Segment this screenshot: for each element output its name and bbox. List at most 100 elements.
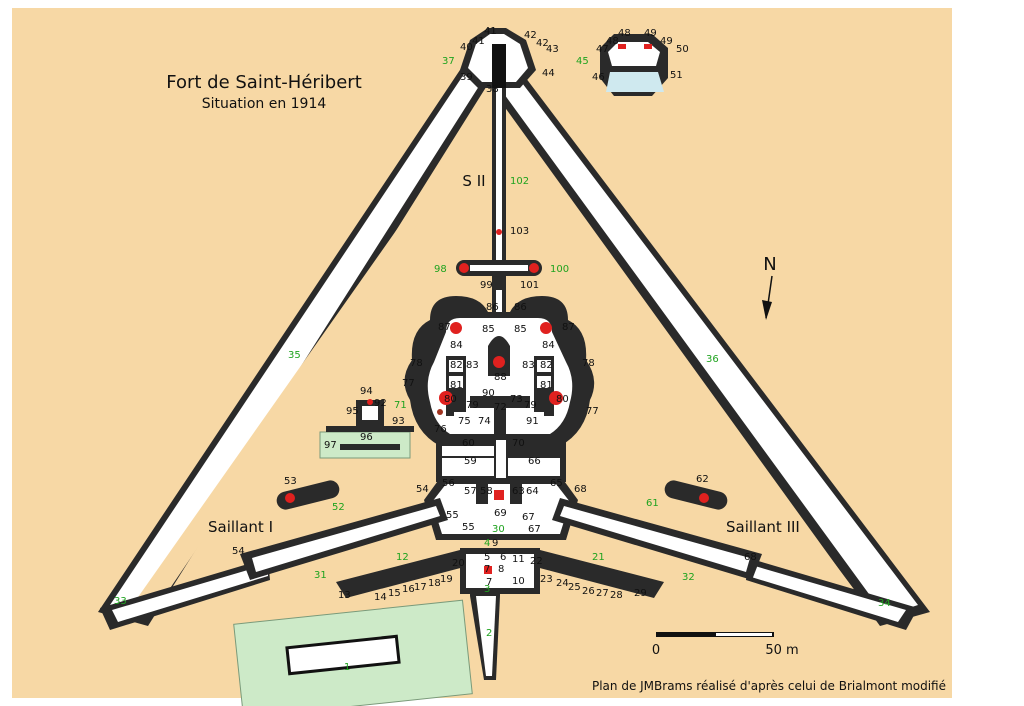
north-label: N [763,254,776,275]
room-label-99: 99 [480,280,493,291]
subtitle: Situation en 1914 [202,96,327,112]
room-label-5: 5 [484,552,490,563]
room-label-76: 76 [434,424,447,435]
room-label-59: 59 [464,456,477,467]
room-label-73: 73 [510,394,523,405]
moat-bottom [100,558,918,630]
room-label-81: 81 [540,380,553,391]
room-label-16: 16 [402,584,415,595]
room-label-19: 19 [440,574,453,585]
room-label-72: 72 [494,402,507,413]
room-label-42: 42 [536,38,549,49]
room-label-54: 54 [416,484,429,495]
room-label-49: 49 [644,28,657,39]
turret-88 [493,356,505,368]
room-label-26: 26 [582,586,595,597]
zone-label-61: 61 [646,498,659,509]
room-label-41: 41 [484,26,497,37]
zone-label-30: 30 [492,524,505,535]
caponier-37-stair [492,44,506,88]
scale-zero: 0 [652,643,660,658]
room-label-42: 42 [524,30,537,41]
caponier-45-water [606,72,664,92]
zone-label-100: 100 [550,264,569,275]
room-label-27: 27 [596,588,609,599]
room-label-43: 43 [546,44,559,55]
turret-80-left [439,391,453,405]
left-wing [240,498,448,580]
turret-87-right [540,322,552,334]
zone-label-35: 35 [288,350,301,361]
scale-end: 50 m [765,643,798,658]
room-label-83: 83 [466,360,479,371]
room-label-17: 17 [414,582,427,593]
saillant-3-label: Saillant III [726,518,800,536]
saillant-1-label: Saillant I [208,518,273,536]
gallery-98-100-inner [470,265,528,271]
room-label-81: 81 [450,380,463,391]
zone-label-21: 21 [592,552,605,563]
room-label-9: 9 [492,538,498,549]
room-label-82: 82 [450,360,463,371]
zone-label-4: 4 [484,538,490,549]
field-1-building [285,634,401,676]
room-label-101: 101 [520,280,539,291]
title: Fort de Saint-Héribert [166,72,362,93]
room-label-83: 83 [522,360,535,371]
room-label-84: 84 [542,340,555,351]
room-label-74: 74 [478,416,491,427]
room-label-60: 60 [462,438,475,449]
room-label-87: 87 [562,322,575,333]
room-label-78: 78 [410,358,423,369]
room-label-20: 20 [452,558,465,569]
room-label-70: 70 [512,438,525,449]
room-label-93: 93 [392,416,405,427]
room-label-58: 58 [480,486,493,497]
gorge-block [436,440,566,486]
room-label-47: 47 [596,44,609,55]
room-label-8: 8 [498,564,504,575]
room-label-78: 78 [582,358,595,369]
room-label-39: 39 [460,72,473,83]
room-label-46: 46 [592,72,605,83]
zone-label-1: 1 [344,662,350,673]
room-label-77: 77 [586,406,599,417]
room-label-88: 88 [494,372,507,383]
room-label-64: 64 [526,486,539,497]
room-label-55: 55 [446,510,459,521]
gun-45a [618,44,626,49]
zone-label-32: 32 [682,572,695,583]
room-label-6: 6 [500,552,506,563]
room-label-48: 48 [606,36,619,47]
scale-bar [656,632,774,637]
room-label-67: 67 [528,524,541,535]
zone-label-98: 98 [434,264,447,275]
zone-label-31: 31 [314,570,327,581]
structure-94 [326,399,414,450]
room-label-7: 7 [486,577,492,588]
room-label-69: 69 [494,508,507,519]
room-label-84: 84 [450,340,463,351]
room-label-80: 80 [444,394,457,405]
room-label-95: 95 [346,406,359,417]
room-label-79: 79 [466,400,479,411]
zone-label-71: 71 [394,400,407,411]
room-label-79: 79 [524,400,537,411]
room-label-49: 49 [660,36,673,47]
room-label-29: 29 [634,588,647,599]
room-label-91: 91 [526,416,539,427]
zone-label-102: 102 [510,176,529,187]
room-label-97: 97 [324,440,337,451]
zone-label-36: 36 [706,354,719,365]
room-label-7: 7 [484,564,490,575]
room-label-13: 13 [338,590,351,601]
room-label-55: 55 [462,522,475,533]
room-label-40: 40 [460,42,473,53]
turret-80-right [549,391,563,405]
room-label-50: 50 [676,44,689,55]
right-wing [552,498,762,580]
room-label-38: 38 [486,84,499,95]
zone-label-3: 3 [484,584,490,595]
